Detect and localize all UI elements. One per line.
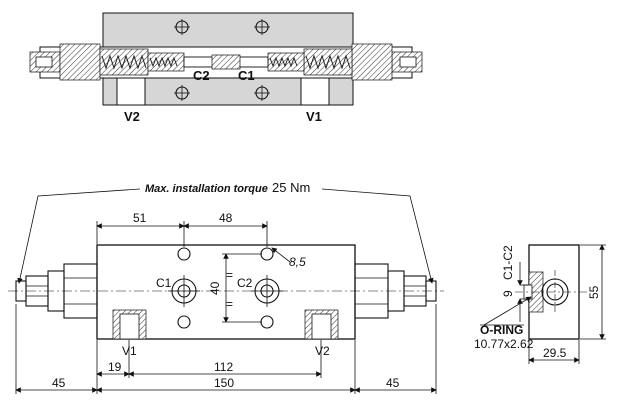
- section-label-c1: C1: [238, 68, 255, 83]
- side-view: C1-C2 9 55 29.5 O-RING 10.77x2.62: [474, 244, 606, 364]
- side-dim-c1c2: C1-C2: [501, 245, 515, 280]
- section-label-v1: V1: [306, 109, 322, 124]
- dim-8-5: 8,5: [289, 255, 306, 269]
- section-view: C2 C1 V2 V1: [29, 12, 423, 124]
- front-v1-port: [112, 309, 147, 340]
- dim-48: 48: [219, 211, 233, 225]
- front-c2-port: [251, 275, 283, 307]
- dim-bottom: [15, 304, 437, 394]
- front-label-v2: V2: [315, 344, 330, 358]
- torque-label: Max. installation torque: [145, 183, 268, 195]
- section-right-cartridge: [267, 43, 423, 81]
- dim-45-right: 45: [386, 376, 400, 390]
- parallel-mark-left: =: [226, 268, 233, 282]
- torque-value: 25 Nm: [272, 180, 310, 195]
- section-label-c2: C2: [193, 68, 210, 83]
- front-view: Max. installation torque 25 Nm: [8, 180, 444, 394]
- dim-51-48: [96, 221, 268, 247]
- side-dim-9: 9: [501, 290, 515, 297]
- dim-51: 51: [133, 211, 147, 225]
- oring-label: O-RING: [480, 323, 523, 337]
- front-label-c2: C2: [237, 276, 253, 290]
- dim-150: 150: [214, 376, 234, 390]
- dim-40: [222, 253, 262, 323]
- side-dim-55: 55: [587, 285, 601, 299]
- parallel-mark-left-2: =: [226, 297, 233, 311]
- section-left-cartridge: [29, 43, 185, 81]
- front-label-v1: V1: [122, 344, 137, 358]
- front-label-c1: C1: [156, 276, 172, 290]
- oring-size: 10.77x2.62: [474, 337, 534, 351]
- front-c1-port: [168, 275, 200, 307]
- dim-40-label: 40: [208, 281, 222, 295]
- section-v1-port: [300, 77, 330, 106]
- section-v2-port: [116, 77, 146, 106]
- dim-112: 112: [214, 360, 233, 374]
- dim-19: 19: [108, 360, 122, 374]
- torque-leader-right: [321, 188, 434, 284]
- section-mounting-holes: [174, 19, 270, 101]
- section-label-v2: V2: [124, 109, 140, 124]
- dim-45-left: 45: [52, 376, 66, 390]
- front-v2-port: [304, 309, 339, 340]
- side-dim-29-5: 29.5: [543, 346, 567, 360]
- section-upper-block: [102, 12, 354, 48]
- torque-leader-left: [17, 188, 141, 284]
